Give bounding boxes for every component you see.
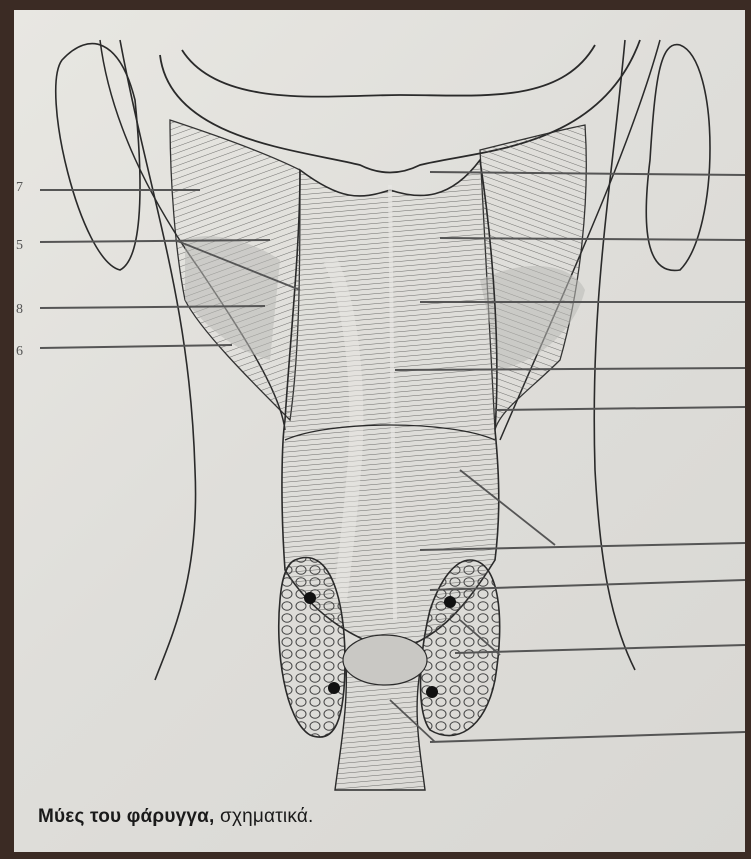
pharynx-muscles-diagram xyxy=(14,10,745,852)
right-styloid-outline xyxy=(646,45,710,271)
figure-caption: Μύες του φάρυγγα, σχηματικά. xyxy=(38,806,313,828)
margin-label: 6 xyxy=(16,344,23,360)
left-muscle-shade xyxy=(185,236,280,360)
textbook-page: 7 5 8 6 Μύες του φάρυγγα, σχηματικά. xyxy=(14,10,745,852)
parathyroid-dot xyxy=(304,592,316,604)
caption-bold: Μύες του φάρυγγα, xyxy=(38,806,215,827)
leader-line xyxy=(40,345,232,348)
leader-line xyxy=(495,407,745,410)
skull-base-outline xyxy=(182,45,595,97)
margin-label: 8 xyxy=(16,302,23,318)
parathyroid-dot xyxy=(444,596,456,608)
parathyroid-dot xyxy=(426,686,438,698)
margin-label: 7 xyxy=(16,180,23,196)
margin-label: 5 xyxy=(16,238,23,254)
cricopharyngeus xyxy=(343,635,427,685)
leader-line xyxy=(430,732,745,742)
caption-normal: σχηματικά. xyxy=(215,806,314,827)
parathyroid-dot xyxy=(328,682,340,694)
